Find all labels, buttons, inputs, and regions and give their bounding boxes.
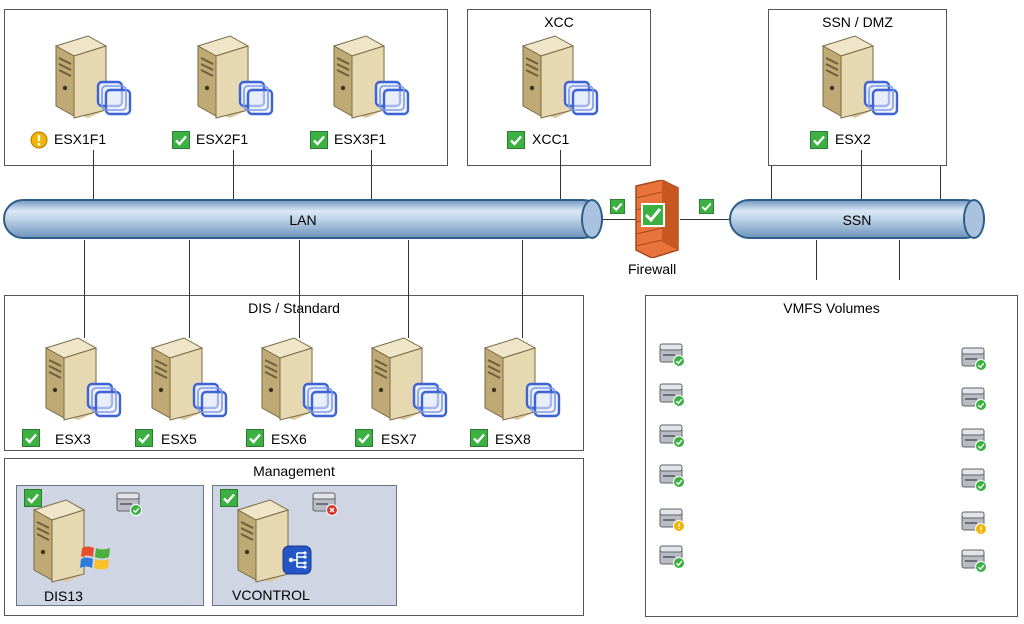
group-ssn-dmz-title: SSN / DMZ <box>822 14 893 30</box>
vmfs-volume-disk[interactable] <box>960 384 990 412</box>
server-label-esx5: ESX5 <box>161 431 197 447</box>
group-xcc-title: XCC <box>544 14 574 30</box>
lan-pipe[interactable]: LAN <box>3 199 603 239</box>
vmfs-volume-disk[interactable] <box>658 461 688 489</box>
server-label-esx1f1: ESX1F1 <box>54 131 107 147</box>
vmware-control-icon <box>282 545 312 575</box>
ssn-pipe[interactable]: SSN <box>729 199 985 239</box>
link-lan-esx5 <box>189 240 190 338</box>
group-management-title: Management <box>253 463 335 479</box>
status-ok-icon <box>507 131 525 149</box>
ssn-label: SSN <box>842 212 872 228</box>
status-ok-icon <box>810 131 828 149</box>
lan-label: LAN <box>289 212 317 228</box>
status-ok-icon <box>246 429 264 447</box>
disk-vcontrol[interactable] <box>311 489 339 517</box>
status-warning-icon <box>30 131 48 149</box>
status-ok-icon <box>699 199 714 214</box>
link-ssn-vmfs-2 <box>899 240 900 280</box>
status-ok-icon <box>470 429 488 447</box>
server-esx3f1[interactable] <box>326 32 414 120</box>
link-lan-esx7 <box>408 240 409 338</box>
link-ssn-vmfs-1 <box>816 240 817 280</box>
link-firewall-ssn <box>680 219 730 220</box>
vmfs-volume-disk[interactable] <box>960 465 990 493</box>
group-vmfs-volumes: VMFS Volumes <box>645 295 1018 617</box>
server-label-xcc1: XCC1 <box>532 131 570 147</box>
link-esx2-ssn <box>861 150 862 200</box>
link-xcc1-lan <box>560 150 561 200</box>
link-esx3f1-lan <box>371 150 372 200</box>
ssn-pipe-end <box>963 199 985 239</box>
lan-pipe-end <box>581 199 603 239</box>
vmfs-volume-disk[interactable] <box>960 546 990 574</box>
vmfs-volume-disk[interactable] <box>658 505 688 533</box>
vmfs-volume-disk[interactable] <box>960 344 990 372</box>
server-esx1f1[interactable] <box>48 32 136 120</box>
link-esx1f1-lan <box>93 150 94 200</box>
server-esx8[interactable] <box>477 334 565 422</box>
server-label-esx7: ESX7 <box>381 431 417 447</box>
vmfs-volume-disk[interactable] <box>658 542 688 570</box>
status-ok-icon <box>610 199 625 214</box>
status-ok-icon <box>220 489 238 507</box>
server-esx7[interactable] <box>364 334 452 422</box>
server-label-esx2: ESX2 <box>835 131 871 147</box>
vmfs-volume-disk[interactable] <box>658 380 688 408</box>
vmfs-volume-disk[interactable] <box>658 340 688 368</box>
status-ok-icon <box>24 489 42 507</box>
status-ok-icon <box>135 429 153 447</box>
server-esx2[interactable] <box>815 32 903 120</box>
server-esx5[interactable] <box>144 334 232 422</box>
server-dis13[interactable] <box>26 496 114 584</box>
server-esx2f1[interactable] <box>190 32 278 120</box>
link-ssn-dmz-right <box>940 166 941 200</box>
server-esx6[interactable] <box>254 334 342 422</box>
link-lan-esx6 <box>299 240 300 338</box>
server-label-esx6: ESX6 <box>271 431 307 447</box>
vmfs-volume-disk[interactable] <box>658 421 688 449</box>
server-label-vcontrol: VCONTROL <box>232 587 310 603</box>
status-ok-icon <box>22 429 40 447</box>
status-ok-icon <box>355 429 373 447</box>
group-dis-title: DIS / Standard <box>248 300 340 316</box>
server-label-esx3f1: ESX3F1 <box>334 131 387 147</box>
server-label-esx3: ESX3 <box>55 431 91 447</box>
link-ssn-dmz-left <box>771 166 772 200</box>
link-lan-esx8 <box>522 240 523 338</box>
server-esx3[interactable] <box>38 334 126 422</box>
link-esx2f1-lan <box>233 150 234 200</box>
vmfs-volume-disk[interactable] <box>960 508 990 536</box>
windows-logo-icon <box>80 544 112 574</box>
server-vcontrol[interactable] <box>230 496 318 584</box>
link-lan-esx3 <box>84 240 85 338</box>
status-ok-icon <box>310 131 328 149</box>
vmfs-volume-disk[interactable] <box>960 425 990 453</box>
server-label-esx8: ESX8 <box>495 431 531 447</box>
group-vmfs-title: VMFS Volumes <box>783 300 880 316</box>
server-label-esx2f1: ESX2F1 <box>196 131 249 147</box>
disk-dis13[interactable] <box>115 489 143 517</box>
firewall-icon[interactable] <box>632 179 680 259</box>
server-xcc1[interactable] <box>515 32 603 120</box>
link-lan-firewall <box>598 219 636 220</box>
status-ok-icon <box>172 131 190 149</box>
server-label-dis13: DIS13 <box>44 588 83 604</box>
firewall-label: Firewall <box>628 261 677 277</box>
